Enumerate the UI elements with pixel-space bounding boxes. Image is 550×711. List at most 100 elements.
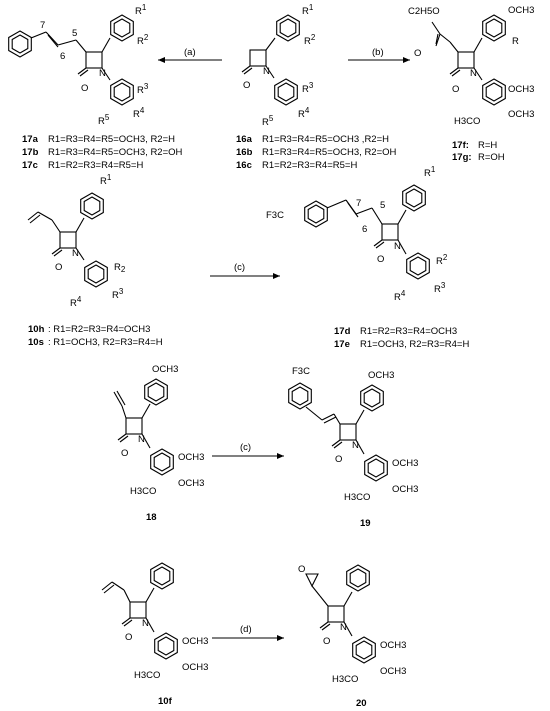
r4-label: R4 — [133, 106, 145, 120]
epoxide-oxygen-label: O — [298, 564, 305, 575]
caption-18: 18 — [146, 512, 157, 523]
methoxy-label: OCH3 — [508, 84, 534, 95]
position-6-label: 6 — [362, 224, 367, 235]
structure-10f — [101, 562, 178, 660]
r1-label: R1 — [135, 3, 147, 17]
caption-17c: 17c R1=R2=R3=R4=R5=H — [22, 160, 143, 171]
methoxy-label: OCH3 — [152, 364, 178, 375]
caption-17d: 17d R1=R2=R3=R4=OCH3 — [334, 326, 457, 337]
methoxy-label: OCH3 — [178, 452, 204, 463]
r1-label: R1 — [424, 165, 436, 179]
svg-text:10h: 10h — [28, 324, 45, 335]
arrow-c1-label: (c) — [234, 262, 245, 273]
cf3-label: F3C — [292, 366, 310, 377]
svg-text:17b: 17b — [22, 147, 39, 158]
svg-text:17e: 17e — [334, 339, 350, 350]
carbonyl-oxygen-label: O — [121, 448, 128, 459]
methoxy-label: OCH3 — [178, 478, 204, 489]
methoxy-label: OCH3 — [182, 636, 208, 647]
svg-text:17a: 17a — [22, 134, 39, 145]
svg-text:R1=R3=R4=R5=OCH3, R2=OH: R1=R3=R4=R5=OCH3, R2=OH — [48, 147, 183, 158]
carbonyl-oxygen-label: O — [452, 84, 459, 95]
r2-label: R2 — [137, 33, 149, 47]
caption-10f: 10f — [158, 696, 173, 707]
svg-text:16a: 16a — [236, 134, 253, 145]
r4-label: R4 — [298, 106, 310, 120]
methoxy-left-label: H3CO — [134, 670, 160, 681]
r3-label: R3 — [137, 82, 149, 96]
lactam-nitrogen-label: N — [263, 66, 270, 77]
svg-text:17d: 17d — [334, 326, 351, 337]
position-5-label: 5 — [380, 200, 385, 211]
lactam-nitrogen-label: N — [340, 622, 347, 633]
structure-17fg — [431, 14, 506, 106]
methoxy-label: OCH3 — [392, 484, 418, 495]
methoxy-left-label: H3CO — [130, 486, 156, 497]
r3-label: R3 — [302, 81, 314, 95]
svg-text:17g:: 17g: — [452, 152, 472, 163]
svg-text:: R1=R2=R3=R4=OCH3: : R1=R2=R3=R4=OCH3 — [48, 324, 150, 335]
structure-17abc — [8, 14, 134, 106]
caption-16c: 16c R1=R2=R3=R4=R5=H — [236, 160, 357, 171]
caption-17g: 17g: R=OH — [452, 152, 505, 163]
methoxy-left-label: H3CO — [332, 674, 358, 685]
carbonyl-oxygen-label: O — [243, 80, 250, 91]
carbonyl-oxygen-label: O — [81, 83, 88, 94]
r3-label: R3 — [434, 281, 446, 295]
r5-label: R5 — [262, 114, 274, 128]
ester-oxygen-label: O — [414, 48, 421, 59]
structure-19 — [288, 382, 388, 482]
position-7-label: 7 — [40, 20, 45, 31]
svg-text:R1=R2=R3=R4=R5=H: R1=R2=R3=R4=R5=H — [48, 160, 143, 171]
structure-16abc — [241, 14, 300, 106]
methoxy-label: OCH3 — [380, 666, 406, 677]
carbonyl-oxygen-label: O — [125, 632, 132, 643]
lactam-nitrogen-label: N — [138, 434, 145, 445]
r2-label: R2 — [114, 262, 126, 274]
r3-label: R3 — [112, 287, 124, 301]
svg-text:17f:: 17f: — [452, 140, 469, 151]
methoxy-label: OCH3 — [182, 662, 208, 673]
lactam-nitrogen-label: N — [352, 440, 359, 451]
caption-17a: 17a R1=R3=R4=R5=OCH3, R2=H — [22, 134, 175, 145]
r5-label: R5 — [98, 113, 110, 127]
caption-17b: 17b R1=R3=R4=R5=OCH3, R2=OH — [22, 147, 183, 158]
svg-text:10s: 10s — [28, 337, 44, 348]
carbonyl-oxygen-label: O — [377, 254, 384, 265]
carbonyl-oxygen-label: O — [55, 262, 62, 273]
r2-label: R2 — [304, 33, 316, 47]
svg-text:R1=R3=R4=R5=OCH3, R2=H: R1=R3=R4=R5=OCH3, R2=H — [48, 134, 175, 145]
carbonyl-oxygen-label: O — [323, 636, 330, 647]
lactam-nitrogen-label: N — [394, 241, 401, 252]
r-label: R — [512, 36, 519, 47]
arrow-b-label: (b) — [372, 47, 384, 58]
methoxy-left-label: H3CO — [344, 492, 370, 503]
caption-10s: 10s : R1=OCH3, R2=R3=R4=H — [28, 337, 163, 348]
structure-18 — [113, 378, 174, 476]
r2-label: R2 — [436, 253, 448, 267]
caption-16b: 16b R1=R3=R4=R5=OCH3, R2=OH — [236, 147, 397, 158]
svg-text:16b: 16b — [236, 147, 253, 158]
structure-10hs — [27, 192, 108, 288]
ester-label: C2H5O — [408, 6, 440, 17]
cf3-label: F3C — [266, 210, 284, 221]
svg-text:R1=R2=R3=R4=R5=H: R1=R2=R3=R4=R5=H — [262, 160, 357, 171]
caption-17e: 17e R1=OCH3, R2=R3=R4=H — [334, 339, 469, 350]
caption-16a: 16a R1=R3=R4=R5=OCH3 ,R2=H — [236, 134, 389, 145]
carbonyl-oxygen-label: O — [335, 454, 342, 465]
r4-label: R4 — [394, 289, 406, 303]
lactam-nitrogen-label: N — [72, 248, 79, 259]
position-5-label: 5 — [72, 28, 77, 39]
caption-17f: 17f: R=H — [452, 140, 497, 151]
arrow-d-label: (d) — [240, 624, 252, 635]
methoxy-label: OCH3 — [392, 458, 418, 469]
position-7-label: 7 — [356, 198, 361, 209]
r1-label: R1 — [302, 3, 314, 17]
r1-label: R1 — [100, 173, 112, 187]
svg-text:R1=R2=R3=R4=OCH3: R1=R2=R3=R4=OCH3 — [360, 326, 457, 337]
methoxy-label: OCH3 — [508, 109, 534, 120]
methoxy-left-label: H3CO — [454, 116, 480, 127]
svg-text:R1=R3=R4=R5=OCH3, R2=OH: R1=R3=R4=R5=OCH3, R2=OH — [262, 147, 397, 158]
svg-text:: R1=OCH3, R2=R3=R4=H: : R1=OCH3, R2=R3=R4=H — [48, 337, 163, 348]
lactam-nitrogen-label: N — [470, 68, 477, 79]
